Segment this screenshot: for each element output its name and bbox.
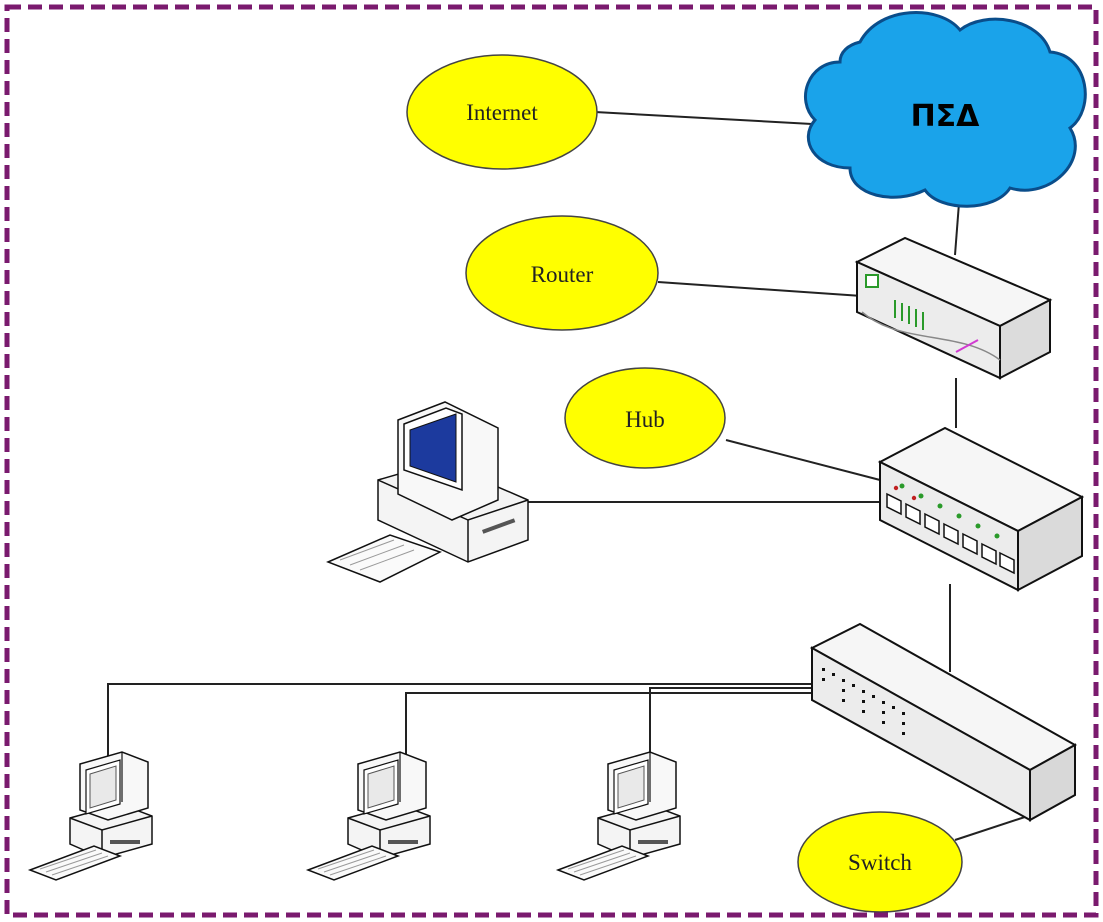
hub-label: Hub bbox=[625, 407, 665, 432]
router-label-bubble: Router bbox=[465, 215, 659, 331]
connection-lines bbox=[107, 111, 1041, 841]
router-label: Router bbox=[531, 262, 594, 287]
router-icon bbox=[854, 236, 1053, 380]
computer-icon bbox=[557, 751, 681, 881]
switch-label: Switch bbox=[848, 850, 912, 875]
internet-label-bubble: Internet bbox=[406, 54, 598, 170]
cloud-label: ΠΣΔ bbox=[911, 99, 981, 134]
diagram-border bbox=[4, 4, 1099, 918]
hub-icon bbox=[877, 426, 1085, 592]
computer-icon bbox=[29, 751, 153, 881]
switch-icon bbox=[809, 622, 1078, 822]
computer-icon bbox=[326, 401, 529, 583]
computer-icon bbox=[307, 751, 431, 881]
internet-label: Internet bbox=[466, 100, 538, 125]
switch-label-bubble: Switch bbox=[797, 811, 963, 913]
hub-label-bubble: Hub bbox=[564, 367, 726, 469]
cloud-icon: ΠΣΔ bbox=[804, 11, 1087, 208]
